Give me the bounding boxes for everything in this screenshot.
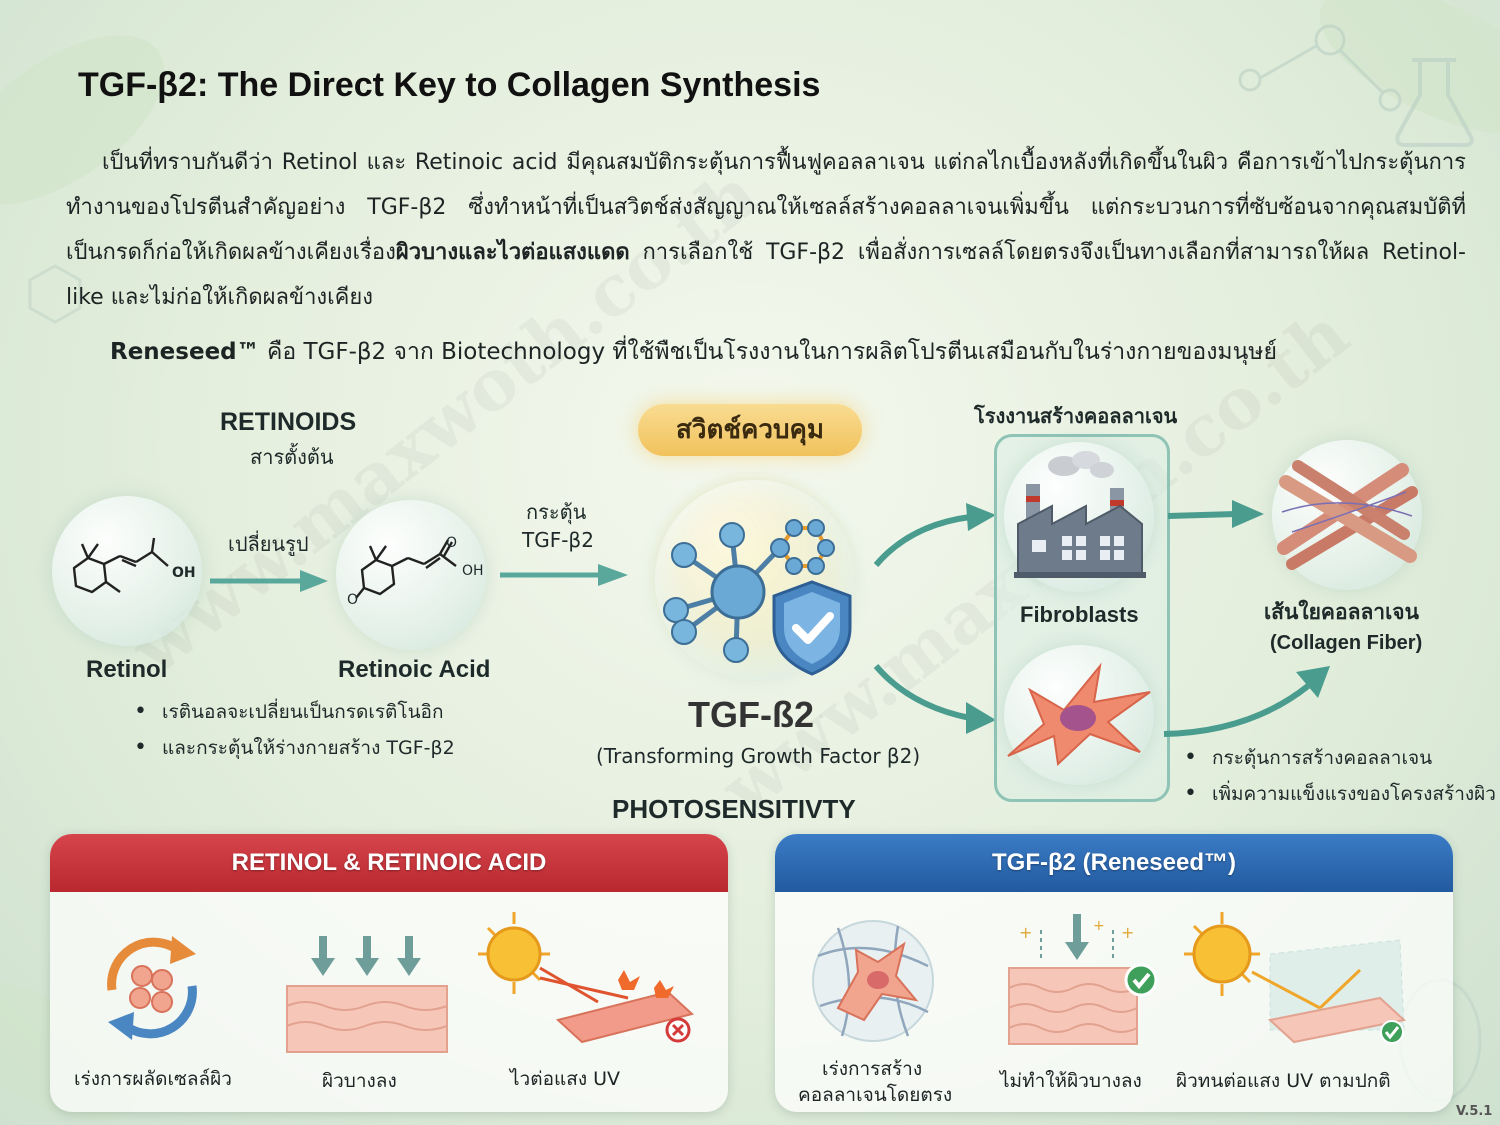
uv-resistant-icon [1184,912,1407,1044]
retinoic-acid-structure-icon [355,539,457,599]
oh-label: OH [172,565,196,581]
svg-text:+: + [1019,923,1032,942]
switch-pill: สวิตช์ควบคุม [638,404,862,456]
retinoic-acid-label: Retinoic Acid [338,656,491,683]
fibroblasts-label: Fibroblasts [1020,602,1139,627]
factory-heading: โรงงานสร้างคอลลาเจน [974,404,1178,428]
stimulate-label: TGF-β2 [522,528,594,552]
retinol-label: Retinol [86,656,168,683]
collagen-fiber-icon [1277,460,1418,570]
panel-right-caption: ผิวทนต่อแสง UV ตามปกติ [1176,1070,1391,1092]
arrow-to-fibroblasts-icon [873,503,996,567]
stimulate-arrow-icon [500,564,628,586]
thin-skin-icon [286,936,448,1053]
reneseed-brand: Reneseed™ [110,339,260,365]
retinol-bubble [52,496,202,646]
svg-text:+: + [1093,918,1105,934]
intro-emphasis: ผิวบางและไวต่อแสงแดด [395,240,630,265]
version-label: V.5.1 [1456,1104,1493,1119]
reneseed-panel-header: TGF-β2 (Reneseed™) [775,834,1453,892]
oh-label: OH [462,563,484,579]
intro-text-end: การเลือกใช้ TGF-β2 เพื่อสั่งการเซลล์โดยต… [66,240,1466,310]
retinoids-bullet-list: เรตินอลจะเปลี่ยนเป็นกรดเรติโนอิก และกระต… [134,694,455,766]
panel-right-caption: คอลลาเจนโดยตรง [798,1084,953,1106]
page-title: TGF-β2: The Direct Key to Collagen Synth… [78,66,821,104]
fibroblast-cell-icon [1007,662,1151,767]
panel-right-caption: ไม่ทำให้ผิวบางลง [1000,1070,1142,1092]
panel-left-caption: เร่งการผลัดเซลล์ผิว [74,1068,232,1090]
list-item: เรตินอลจะเปลี่ยนเป็นกรดเรติโนอิก [134,694,455,730]
arrow-to-cell-icon [873,664,996,734]
panel-right-caption: เร่งการสร้าง [822,1058,923,1080]
reneseed-text: คือ TGF-β2 จาก Biotechnology ที่ใช้พืชเป… [259,339,1277,365]
flask-icon [1395,58,1474,147]
panel-left-caption: ผิวบางลง [322,1070,397,1092]
collagen-bullet-list: กระตุ้นการสร้างคอลลาเจน เพิ่มความแข็งแรง… [1184,740,1496,812]
direct-collagen-icon [812,920,934,1042]
arrow-to-collagen-icon [1167,500,1264,528]
photosensitivity-heading: PHOTOSENSITIVTY [612,794,856,824]
tgf-molecule-icon [663,519,835,663]
healthy-skin-icon: + + + [1008,914,1158,1045]
stimulate-label: กระตุ้น [526,500,587,524]
svg-text:+: + [1121,923,1134,942]
uv-sensitive-icon [478,912,695,1044]
factory-icon [1014,451,1146,578]
retinol-panel-header: RETINOL & RETINOIC ACID [50,834,728,892]
collagen-label-en: (Collagen Fiber) [1270,632,1423,654]
intro-text: เป็นที่ทราบกันดีว่า Retinol และ Retinoic… [66,150,1466,265]
retinol-structure-icon [72,537,169,594]
list-item: และกระตุ้นให้ร่างกายสร้าง TGF-β2 [134,730,455,766]
list-item: กระตุ้นการสร้างคอลลาเจน [1184,740,1496,776]
tgf-fullname: (Transforming Growth Factor β2) [596,744,921,768]
reneseed-statement: Reneseed™ คือ TGF-β2 จาก Biotechnology ท… [110,334,1277,370]
o-label: O [347,592,359,608]
tgf-name: TGF-ß2 [688,694,814,735]
retinoids-heading: RETINOIDS [220,408,357,436]
o-label: O [446,535,458,551]
convert-label: เปลี่ยนรูป [228,532,309,556]
panel-left-caption: ไวต่อแสง UV [510,1068,621,1090]
collagen-label-th: เส้นใยคอลลาเจน [1264,600,1419,624]
cell-turnover-icon [107,936,197,1040]
list-item: เพิ่มความแข็งแรงของโครงสร้างผิว [1184,776,1496,812]
retinoic-acid-bubble [336,500,486,650]
arrow-up-collagen-icon [1163,666,1330,737]
retinoids-subheading: สารตั้งต้น [250,445,334,469]
intro-paragraph: เป็นที่ทราบกันดีว่า Retinol และ Retinoic… [66,140,1466,320]
convert-arrow-icon [210,570,328,592]
shield-check-icon [772,580,852,676]
